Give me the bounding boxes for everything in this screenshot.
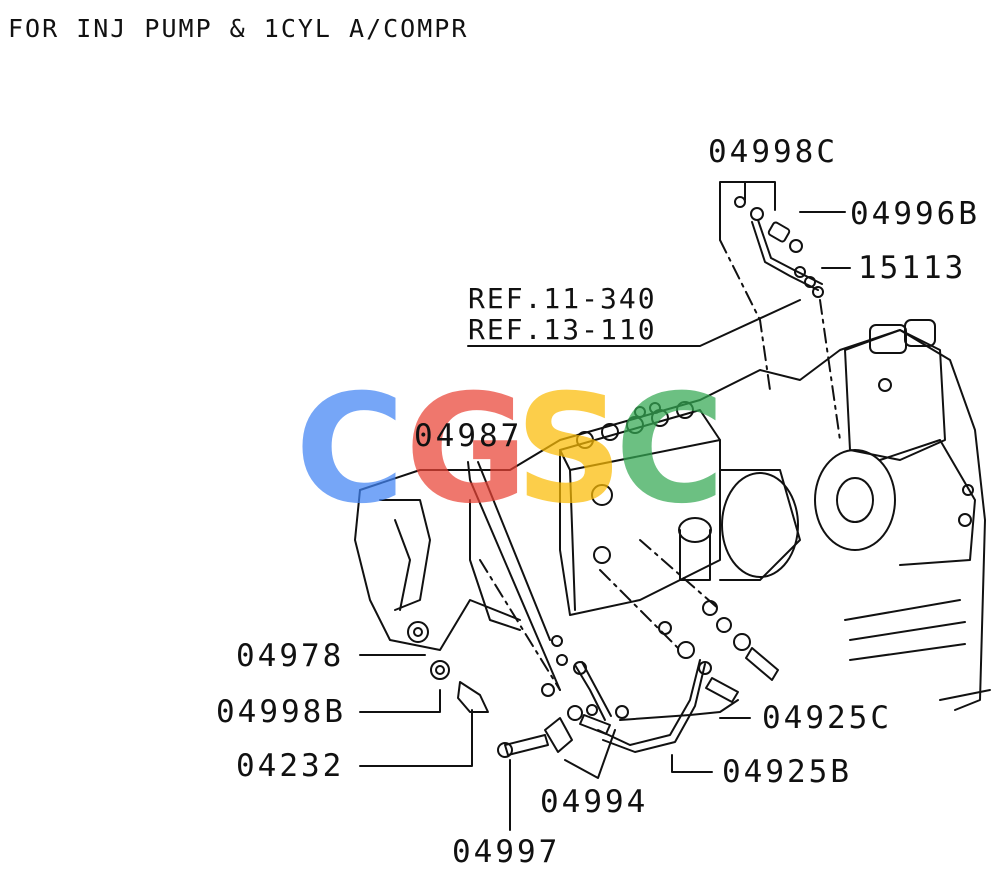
- leader-04994: [564, 729, 616, 779]
- dash-chain-1: [719, 239, 771, 391]
- part-04925B: 04925B: [722, 754, 852, 790]
- leader-04998C: [719, 181, 776, 241]
- injection-pump-body: [559, 401, 801, 616]
- leader-ref: [467, 299, 801, 347]
- part-15113: 15113: [858, 250, 967, 286]
- part-04998C: 04998C: [708, 134, 838, 170]
- part-04997: 04997: [452, 834, 561, 870]
- part-04994: 04994: [540, 784, 649, 820]
- housing-stripes: [844, 599, 991, 701]
- watermark-letter-3: S: [515, 363, 624, 537]
- diagram-title: FOR INJ PUMP & 1CYL A/COMPR: [8, 14, 469, 43]
- ref-11-340: REF.11-340: [468, 282, 657, 315]
- ref-13-110: REF.13-110: [468, 313, 657, 346]
- part-04998B: 04998B: [216, 694, 346, 730]
- watermark-letter-2: G: [405, 363, 529, 537]
- part-04996B: 04996B: [850, 196, 980, 232]
- watermark-letter-4: C: [615, 363, 726, 537]
- watermark-letter-1: C: [295, 363, 406, 537]
- delivery-pipes: [574, 659, 739, 753]
- leader-04232: [359, 709, 473, 767]
- air-compressor: [814, 319, 976, 566]
- leader-04925B: [671, 754, 713, 773]
- part-04232: 04232: [236, 748, 345, 784]
- leader-04998B: [359, 689, 441, 713]
- dash-chain-3: [479, 559, 561, 691]
- part-04978: 04978: [236, 638, 345, 674]
- fittings: [430, 600, 779, 758]
- part-04925C: 04925C: [762, 700, 892, 736]
- part-04987: 04987: [414, 418, 523, 454]
- dash-chain-2: [819, 299, 841, 441]
- dash-chain-4: [599, 569, 681, 651]
- upper-pipe-assembly: [734, 196, 824, 298]
- engine-block: [354, 329, 986, 711]
- leader-lines: [359, 181, 851, 831]
- dash-chain-5: [639, 539, 721, 611]
